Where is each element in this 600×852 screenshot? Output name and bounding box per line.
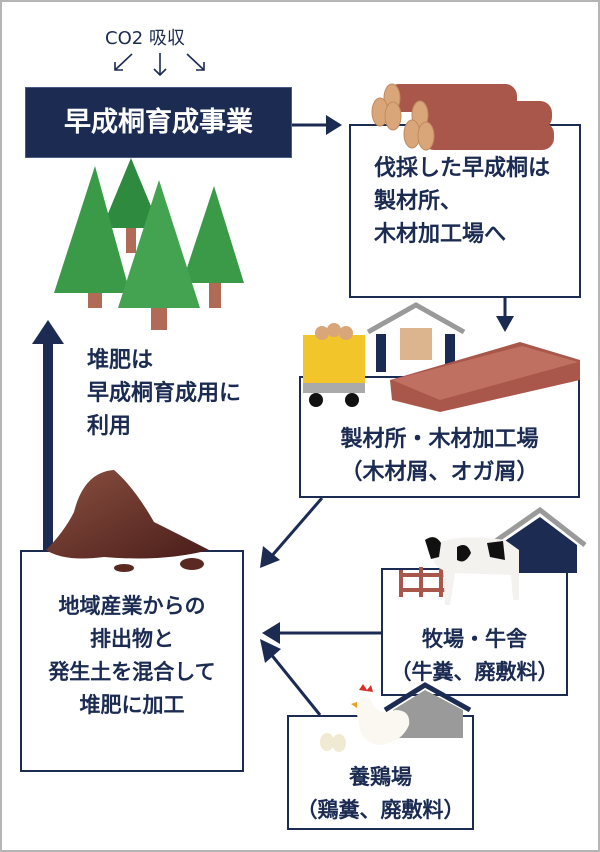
arrow-right-icon: [292, 115, 342, 135]
compost-box: [20, 550, 244, 772]
compost-pile-illustration: [46, 470, 209, 572]
compost-use-line: 早成桐育成用に: [87, 381, 242, 406]
co2-arrows-icon: [114, 53, 205, 77]
poultry-line: 養鶏場: [349, 765, 412, 789]
project-title-box: 早成桐育成事業: [25, 87, 292, 158]
compost-line: 排出物と: [90, 627, 174, 651]
co2-label: CO2 吸収: [105, 28, 185, 49]
arrow-down-icon: [496, 298, 514, 332]
harvest-box: [349, 124, 581, 298]
sawmill-line: （木材屑、オガ屑）: [340, 460, 539, 485]
poultry-line: （鶏糞、廃敷料）: [296, 798, 465, 822]
compost-line: 地域産業からの: [58, 594, 206, 618]
ranch-illustration: [399, 506, 587, 605]
harvest-line: 木材加工場へ: [374, 222, 507, 247]
logs-illustration: [371, 83, 554, 151]
arrow-diagonal-up-icon: [260, 639, 322, 716]
arrow-up-icon: [32, 320, 64, 550]
trees-illustration: [54, 158, 244, 330]
compost-use-line: 堆肥は: [87, 348, 154, 373]
harvest-line: 伐採した早成桐は: [374, 156, 551, 181]
arrow-left-icon: [262, 622, 382, 644]
ranch-line: （牛糞、廃敷料）: [390, 660, 559, 684]
project-title: 早成桐育成事業: [64, 107, 253, 138]
compost-line: 堆肥に加工: [79, 693, 185, 717]
compost-use-line: 利用: [87, 414, 132, 439]
compost-line: 発生土を混合して: [48, 660, 216, 684]
sawmill-illustration: [303, 302, 580, 412]
harvest-line: 製材所、: [374, 189, 463, 214]
sawmill-line: 製材所・木材加工場: [340, 427, 539, 452]
arrow-diagonal-icon: [260, 497, 324, 568]
poultry-illustration: [320, 682, 472, 752]
ranch-line: 牧場・牛舎: [422, 627, 527, 651]
